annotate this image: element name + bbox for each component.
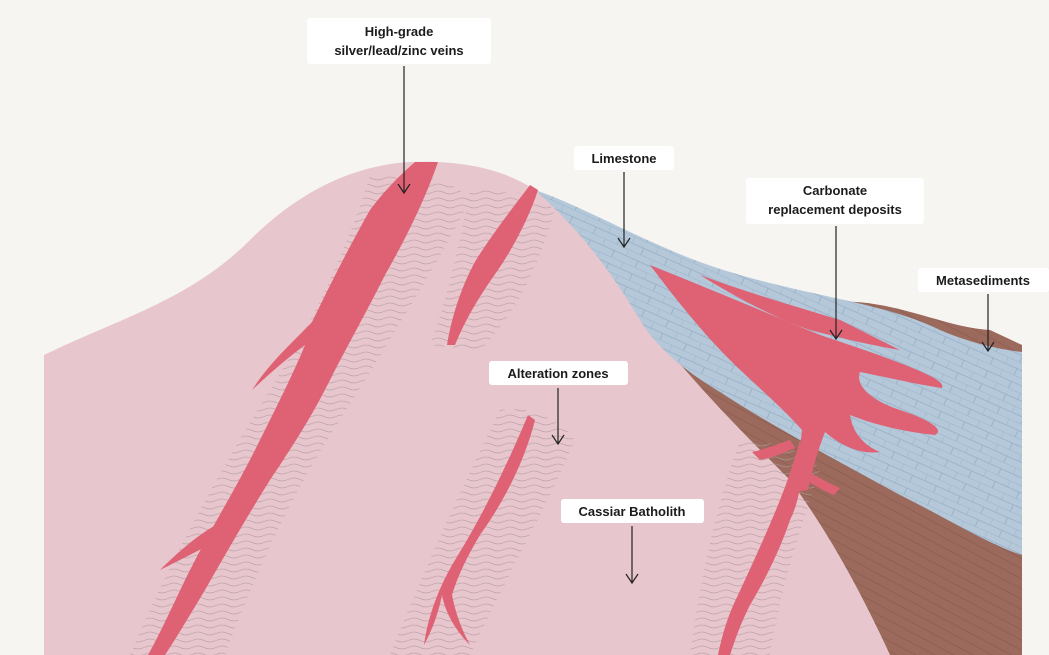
label-veins-line1: High-grade <box>365 24 434 39</box>
label-metasediments-text: Metasediments <box>936 273 1030 288</box>
label-carbonate-line2: replacement deposits <box>768 202 902 217</box>
label-limestone-text: Limestone <box>591 151 656 166</box>
label-alteration-text: Alteration zones <box>507 366 608 381</box>
label-carbonate-line1: Carbonate <box>803 183 867 198</box>
label-veins-line2: silver/lead/zinc veins <box>334 43 463 58</box>
label-batholith-text: Cassiar Batholith <box>579 504 686 519</box>
